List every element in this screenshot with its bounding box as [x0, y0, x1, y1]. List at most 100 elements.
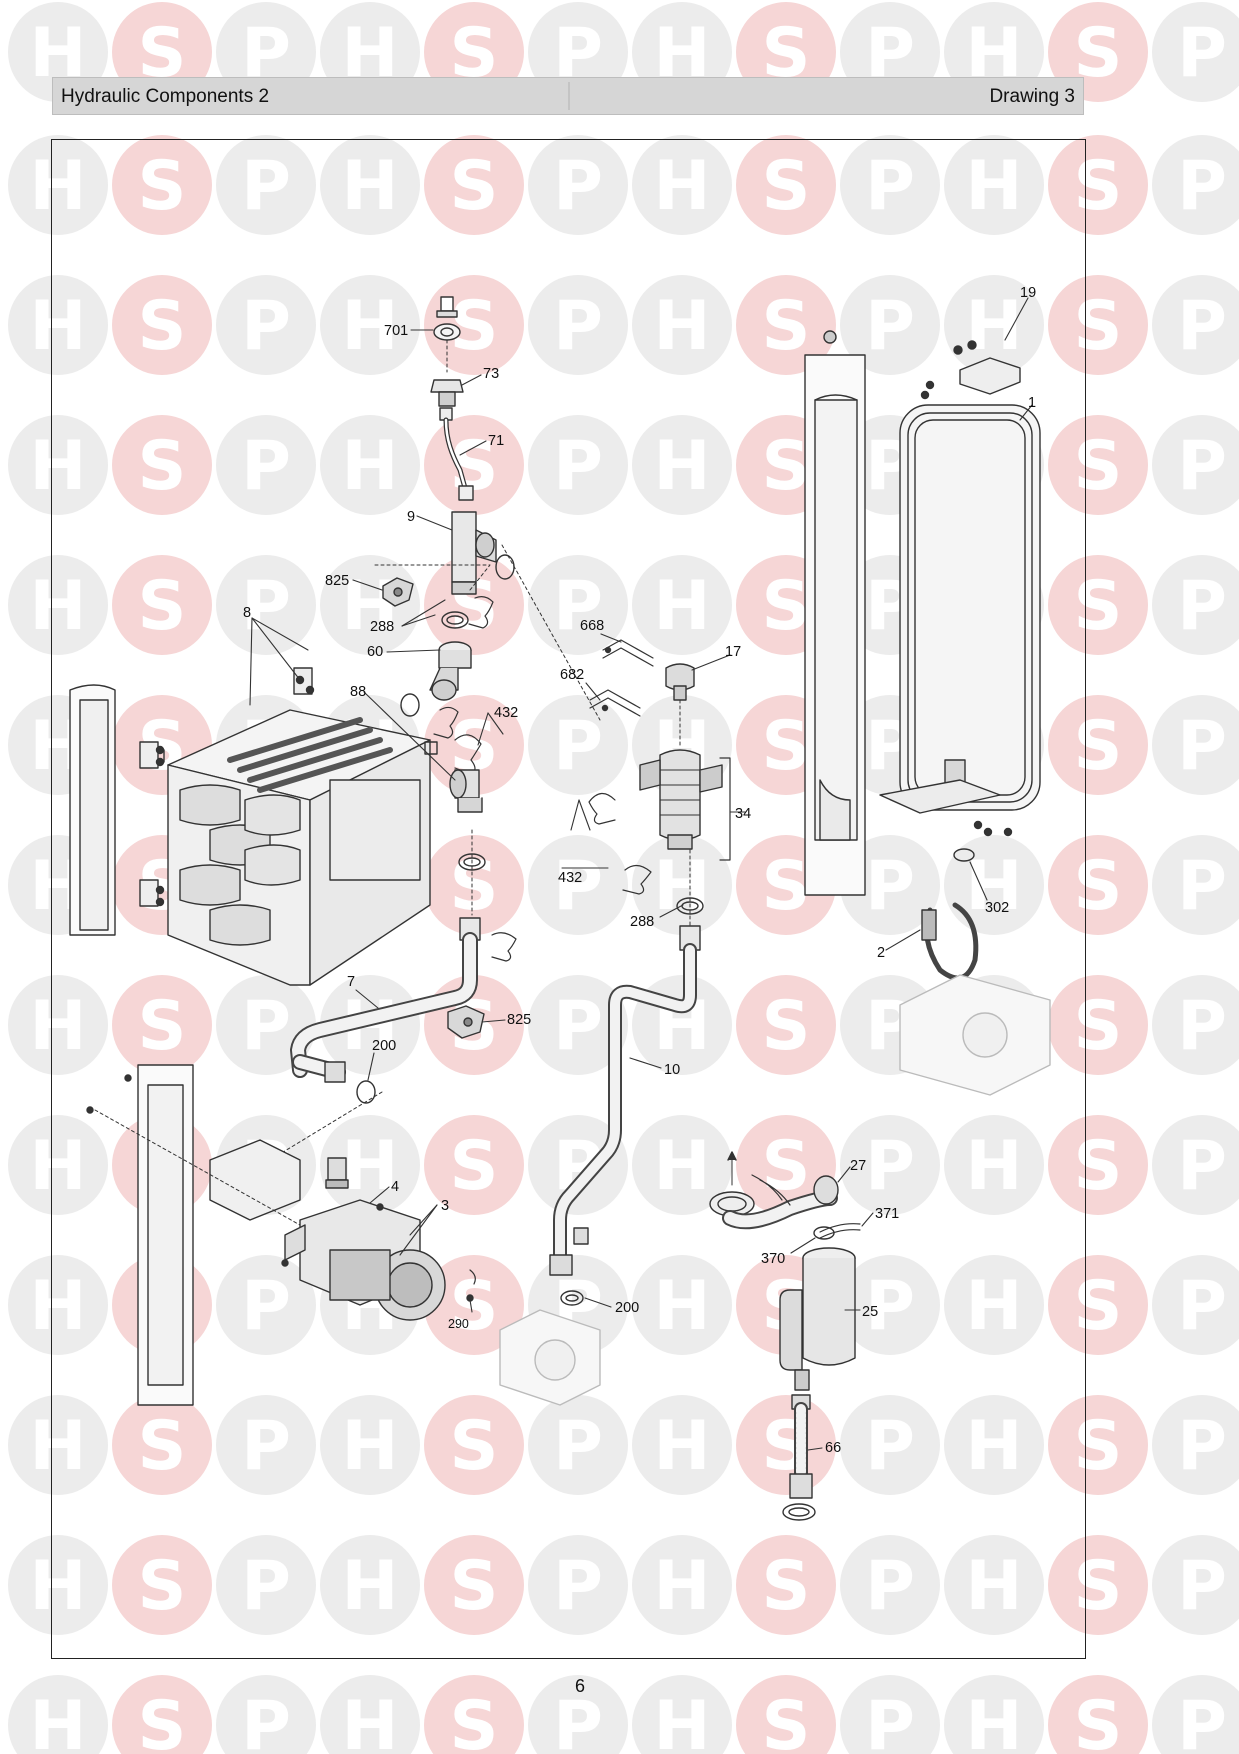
condensate-trap-25 [779, 1247, 856, 1391]
watermark-circle [944, 1255, 1044, 1355]
watermark-letter: H [342, 1547, 399, 1626]
watermark-letter: H [966, 1687, 1023, 1754]
watermark-letter: P [1177, 427, 1227, 506]
bracket-rear-left [137, 1064, 301, 1406]
callout-labels: 701 73 71 9 825 8 288 60 88 432 668 682 … [243, 285, 1036, 1456]
fitting-73 [430, 379, 464, 407]
watermark-circle [1152, 415, 1239, 515]
callout-66: 66 [825, 1440, 841, 1456]
watermark-letter: S [762, 847, 811, 926]
watermark-circle [1152, 555, 1239, 655]
watermark-letter: P [865, 847, 915, 926]
watermark-circle [320, 135, 420, 235]
watermark-circle [8, 415, 108, 515]
watermark-circle [632, 1675, 732, 1754]
watermark-letter: S [1074, 567, 1123, 646]
watermark-letter: S [138, 147, 187, 226]
watermark-circle [1152, 275, 1239, 375]
watermark-circle [8, 555, 108, 655]
watermark-letter: P [865, 1407, 915, 1486]
callout-9: 9 [407, 509, 415, 525]
watermark-circle [840, 135, 940, 235]
watermark-circle [840, 1395, 940, 1495]
watermark-circle [320, 1395, 420, 1495]
callout-19: 19 [1020, 285, 1036, 301]
watermark-letter: S [762, 567, 811, 646]
watermark-letter: H [30, 427, 87, 506]
connection-block-34 [639, 749, 723, 850]
watermark-circle [1048, 415, 1148, 515]
watermark-letter: H [30, 1547, 87, 1626]
pipe-7 [290, 917, 481, 1083]
watermark-circle [8, 1395, 108, 1495]
sensor-825-bottom [447, 1005, 485, 1039]
callout-88: 88 [350, 684, 366, 700]
watermark-letter: P [865, 1127, 915, 1206]
callout-290: 290 [448, 1317, 469, 1331]
callout-25: 25 [862, 1304, 878, 1320]
watermark-letter: P [1177, 1407, 1227, 1486]
watermark-letter: S [450, 1407, 499, 1486]
page-number: 6 [574, 1676, 585, 1696]
watermark-letter: H [654, 1267, 711, 1346]
watermark-letter: S [1074, 287, 1123, 366]
bracket-19 [953, 340, 1021, 395]
watermark-letter: S [138, 287, 187, 366]
drain-hose-66 [789, 1394, 813, 1499]
watermark-circle [424, 1255, 524, 1355]
watermark-circle [736, 1395, 836, 1495]
watermark-circle [216, 1255, 316, 1355]
watermark-circle [1048, 975, 1148, 1075]
watermark-letter: P [1177, 1267, 1227, 1346]
watermark-letter: S [1074, 427, 1123, 506]
watermark-circle [528, 275, 628, 375]
watermark-letter: P [241, 287, 291, 366]
watermark-letter: S [762, 1127, 811, 1206]
watermark-circle [944, 1115, 1044, 1215]
watermark-letter: H [654, 147, 711, 226]
watermark-letter: P [1177, 707, 1227, 786]
watermark-circle [424, 835, 524, 935]
watermark-circle [424, 555, 524, 655]
sensor-825-top [382, 577, 414, 607]
watermark-circle [528, 975, 628, 1075]
watermark-letter: S [1074, 1407, 1123, 1486]
watermark-letter: P [553, 847, 603, 926]
flexible-pipe-71 [439, 407, 474, 501]
watermark-circle [736, 135, 836, 235]
watermark-circle [1048, 1115, 1148, 1215]
condensate-pipe-27 [709, 1175, 839, 1230]
watermark-circle [320, 1115, 420, 1215]
ghost-valve-block-right [899, 974, 1051, 1096]
watermark-letter: P [865, 287, 915, 366]
watermark-letter: S [762, 1547, 811, 1626]
watermark-letter: H [30, 1687, 87, 1754]
watermark-circle [1048, 835, 1148, 935]
watermark-letter: P [865, 1547, 915, 1626]
watermark-circle [1152, 2, 1239, 102]
pressure-sensor-17 [665, 663, 695, 701]
watermark-letter: P [553, 567, 603, 646]
watermark-circle [1152, 135, 1239, 235]
watermark-circle [424, 695, 524, 795]
watermark-circle [1152, 1675, 1239, 1754]
watermark-letter: H [654, 427, 711, 506]
frame-rear-right [804, 354, 866, 896]
watermark-circle [632, 1535, 732, 1635]
callout-73: 73 [483, 366, 499, 382]
watermark-letter: P [241, 1407, 291, 1486]
callout-370: 370 [761, 1251, 785, 1267]
watermark-letter: H [966, 847, 1023, 926]
watermark-letter: H [966, 1127, 1023, 1206]
watermark-letter: H [966, 147, 1023, 226]
watermark-circle [1048, 555, 1148, 655]
watermark-letter: P [241, 987, 291, 1066]
watermark-letter: S [450, 847, 499, 926]
watermark-circle [8, 975, 108, 1075]
watermark-circle [632, 835, 732, 935]
watermark-circle [944, 1395, 1044, 1495]
watermark-circle [840, 1115, 940, 1215]
watermark-letter: S [762, 987, 811, 1066]
callout-60: 60 [367, 644, 383, 660]
